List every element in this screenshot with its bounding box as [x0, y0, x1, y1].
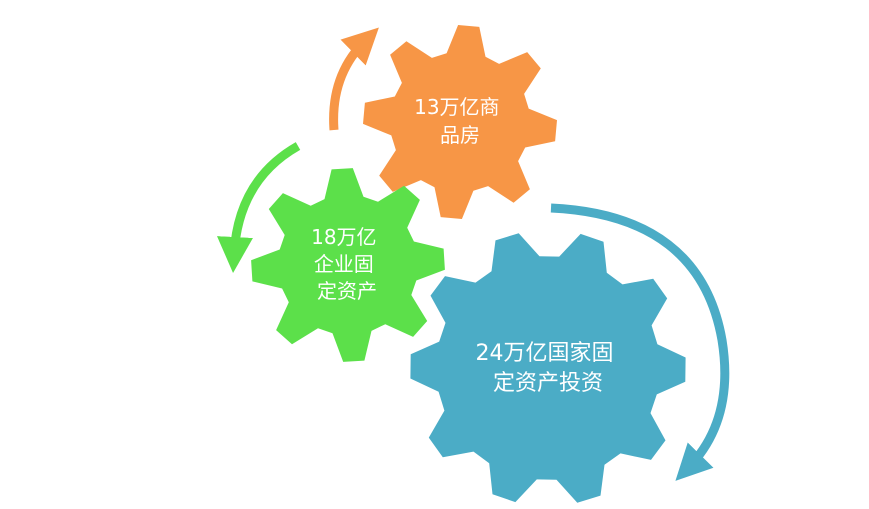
cycle-arrow-orange	[329, 27, 379, 131]
gear-orange	[363, 25, 557, 219]
gear-green	[251, 168, 445, 362]
gear-blue-label: 24万亿国家固 定资产投资	[476, 341, 621, 396]
gear-orange-label: 13万亿商 品房	[414, 95, 506, 147]
cycle-arrow-blue	[550, 203, 730, 481]
gear-green-label: 18万亿 企业固 定资产	[311, 225, 383, 303]
cycle-arrow-green	[216, 142, 301, 273]
gear-blue	[410, 233, 686, 503]
